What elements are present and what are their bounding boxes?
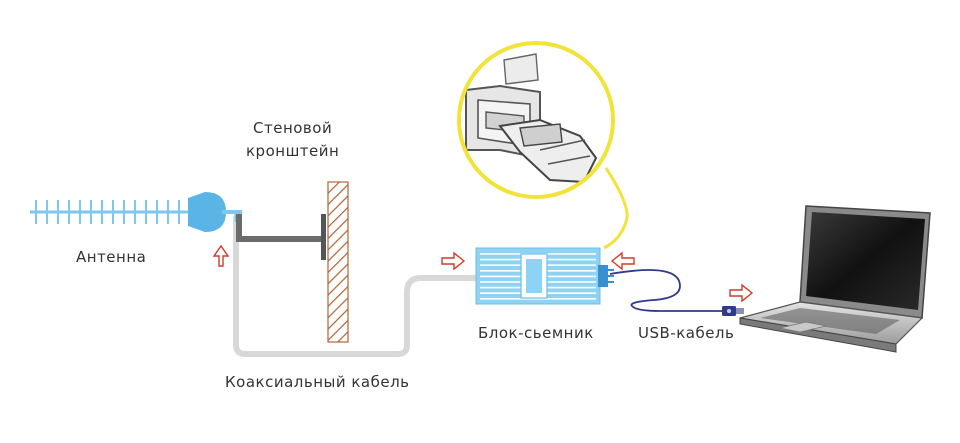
antenna-label: Антенна [76, 248, 147, 266]
arrow-left-receiver-out [610, 251, 635, 271]
arrow-up-antenna [212, 244, 230, 267]
receiver-label: Блок-сьемник [478, 324, 594, 342]
antenna [30, 192, 242, 232]
usb-cable [609, 269, 744, 316]
arrow-right-receiver-in [441, 251, 466, 271]
wall-bracket [236, 214, 326, 260]
receiver-unit [475, 247, 614, 305]
wall-bracket-label-line1: Стеновой [253, 119, 333, 137]
usb-cable-label: USB-кабель [638, 324, 735, 342]
zoom-callout [457, 41, 629, 250]
arrow-right-laptop [729, 283, 754, 303]
coax-cable [233, 215, 479, 357]
coax-cable-label: Коаксиальный кабель [225, 373, 410, 391]
wall-bracket-label-line2: кронштейн [246, 142, 340, 160]
antenna-head [188, 192, 226, 232]
wall [327, 181, 349, 343]
laptop [739, 205, 931, 353]
